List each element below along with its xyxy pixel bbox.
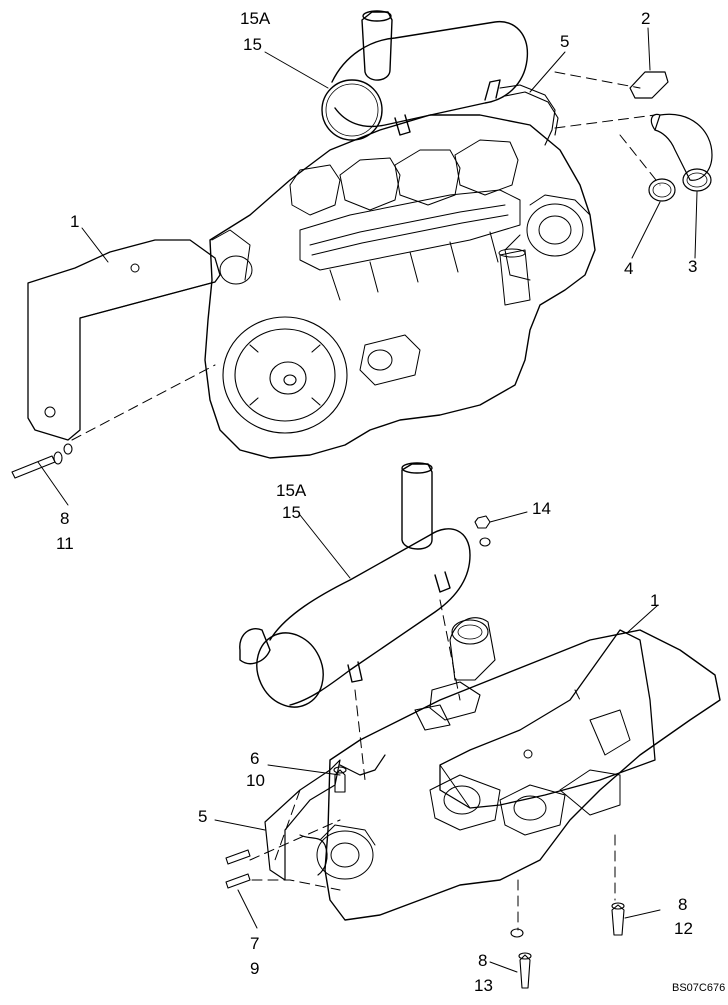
top-elbow-assembly xyxy=(629,71,713,202)
bottom-engine-block xyxy=(324,629,721,921)
top-bellhousing xyxy=(211,229,253,285)
callout-8-left: 8 xyxy=(60,509,70,528)
leader-lines xyxy=(37,27,698,973)
callout-15a-top: 15A xyxy=(240,9,271,28)
callout-1-top: 1 xyxy=(70,212,80,231)
top-turbocharger xyxy=(504,194,591,281)
top-muffler-end xyxy=(321,79,383,141)
callout-15a-bottom: 15A xyxy=(276,481,307,500)
bottom-muffler-end xyxy=(256,632,324,708)
top-heat-shield-1 xyxy=(27,239,221,441)
top-clamp-4 xyxy=(648,178,676,202)
bottom-bracket-5 xyxy=(264,754,386,881)
top-clamp-3 xyxy=(682,168,712,192)
callout-12: 12 xyxy=(674,919,693,938)
nut-14 xyxy=(474,515,491,547)
top-engine-assembly xyxy=(11,10,713,479)
bottom-alignment-lines xyxy=(249,599,616,931)
callout-10: 10 xyxy=(246,771,265,790)
top-bracket-5 xyxy=(499,84,559,146)
top-clamp-2 xyxy=(629,71,669,99)
callout-15-top: 15 xyxy=(243,35,262,54)
callout-11: 11 xyxy=(56,534,74,553)
bottom-bolt-8-13 xyxy=(510,928,532,989)
bottom-exhaust-elbow xyxy=(414,617,496,731)
top-flywheel xyxy=(222,316,348,434)
top-bolt-8 xyxy=(11,443,73,479)
callout-3: 3 xyxy=(688,257,698,276)
reference-code: BS07C676 xyxy=(672,982,726,994)
callout-15-bottom: 15 xyxy=(282,503,301,522)
callout-5-bottom: 5 xyxy=(198,807,208,826)
callout-14: 14 xyxy=(532,499,551,518)
top-cylinder-head xyxy=(289,139,521,301)
callout-4: 4 xyxy=(624,259,634,278)
callout-8-bottom: 8 xyxy=(478,951,488,970)
bottom-bolt-8-12 xyxy=(611,902,625,936)
callout-7: 7 xyxy=(250,934,260,953)
bottom-muffler xyxy=(239,462,471,708)
callout-13: 13 xyxy=(474,976,493,995)
top-oil-filter xyxy=(498,248,531,306)
callout-5-top: 5 xyxy=(560,32,570,51)
callout-8-right: 8 xyxy=(678,895,688,914)
callout-9: 9 xyxy=(250,959,260,978)
callout-2: 2 xyxy=(641,9,651,28)
bottom-bolts-7-9 xyxy=(225,849,251,889)
bottom-heat-shield-1 xyxy=(439,629,656,809)
top-muffler xyxy=(321,10,529,141)
bottom-cylinder-head xyxy=(429,709,631,836)
top-starter-motor xyxy=(359,334,421,386)
top-elbow-pipe xyxy=(654,113,713,181)
bottom-bolt-6-10 xyxy=(333,766,347,793)
top-engine-block xyxy=(204,114,596,459)
bottom-turbocharger xyxy=(316,824,376,880)
bottom-engine-assembly xyxy=(225,462,721,989)
top-alignment-lines xyxy=(71,71,661,441)
callout-1-bottom: 1 xyxy=(650,591,660,610)
callout-6: 6 xyxy=(250,749,260,768)
